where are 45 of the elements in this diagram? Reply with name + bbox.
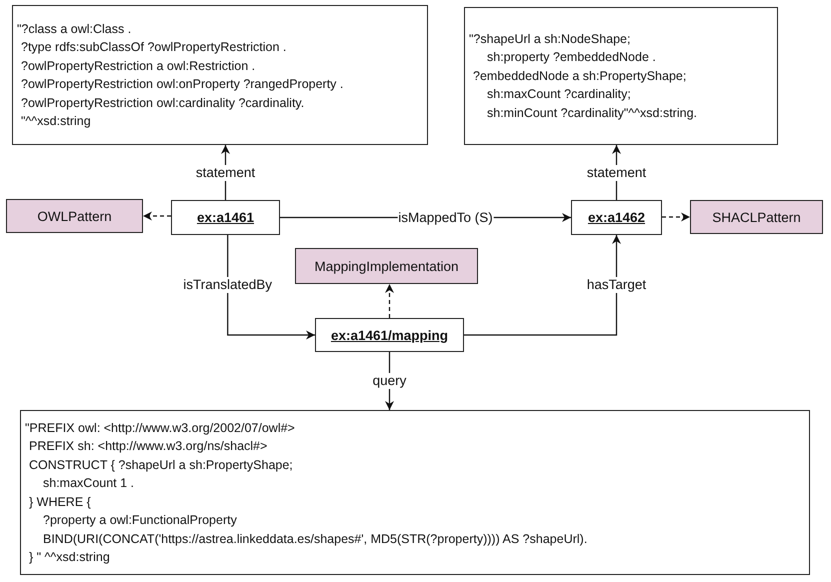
code-line: ?owlPropertyRestriction a owl:Restriction . <box>20 58 256 75</box>
code-line: "?class a owl:Class . <box>17 20 132 38</box>
arrow <box>464 235 621 336</box>
code-line: ?owlPropertyRestriction owl:cardinality ?cardinality. <box>20 94 304 112</box>
instance-box <box>315 318 464 352</box>
arrow <box>227 235 315 340</box>
edge-label: query <box>372 373 408 389</box>
node-label: ex:a1461/mapping <box>330 328 448 342</box>
node-label: ex:a1462 <box>588 210 646 225</box>
code-line: sh:property ?embeddedNode . <box>486 49 656 66</box>
code-line: "^^xsd:string <box>20 113 91 130</box>
edge-label: statement <box>194 164 256 180</box>
code-line: sh:minCount ?cardinality"^^xsd:string. <box>486 104 698 122</box>
literal-box <box>464 7 778 145</box>
code-line: CONSTRUCT { ?shapeUrl a sh:PropertyShape; <box>28 456 293 474</box>
code-line: ?owlPropertyRestriction owl:onProperty ?rangedProperty . <box>20 76 344 93</box>
literal-box <box>20 410 810 575</box>
code-line: ?embeddedNode a sh:PropertyShape; <box>472 68 686 85</box>
code-line: } " ^^xsd:string <box>28 549 110 566</box>
edge-label: isMappedTo (S) <box>397 210 494 226</box>
class-box <box>690 200 823 234</box>
literal-box <box>12 5 428 145</box>
code-line: "PREFIX owl: <http://www.w3.org/2002/07/owl#> <box>25 420 295 437</box>
node-label: SHACLPattern <box>712 210 801 224</box>
code-line: PREFIX sh: <http://www.w3.org/ns/shacl#> <box>28 438 268 455</box>
arrow <box>662 212 690 222</box>
edge-label: statement <box>586 164 648 180</box>
node-label: MappingImplementation <box>314 258 459 274</box>
code-line: } WHERE { <box>28 494 91 511</box>
edge-label: hasTarget <box>586 277 648 293</box>
instance-box <box>171 200 280 235</box>
class-box <box>295 248 478 284</box>
arrow <box>385 284 394 318</box>
node-label: ex:a1461 <box>196 210 254 225</box>
instance-box <box>571 200 662 235</box>
code-line: ?property a owl:FunctionalProperty <box>42 512 237 529</box>
code-line: ?type rdfs:subClassOf ?owlPropertyRestriction . <box>20 39 286 56</box>
node-label: OWLPattern <box>37 208 112 224</box>
code-line: sh:maxCount ?cardinality; <box>486 86 631 104</box>
arrow <box>143 212 171 220</box>
code-line: "?shapeUrl a sh:NodeShape; <box>469 30 630 48</box>
code-line: BIND(URI(CONCAT('https://astrea.linkeddata.es/shapes#', MD5(STR(?property)))) AS ?shapeUrl). <box>42 530 588 548</box>
edge-label: isTranslatedBy <box>182 277 274 293</box>
code-line: sh:maxCount 1 . <box>42 475 134 492</box>
class-box <box>6 199 143 233</box>
